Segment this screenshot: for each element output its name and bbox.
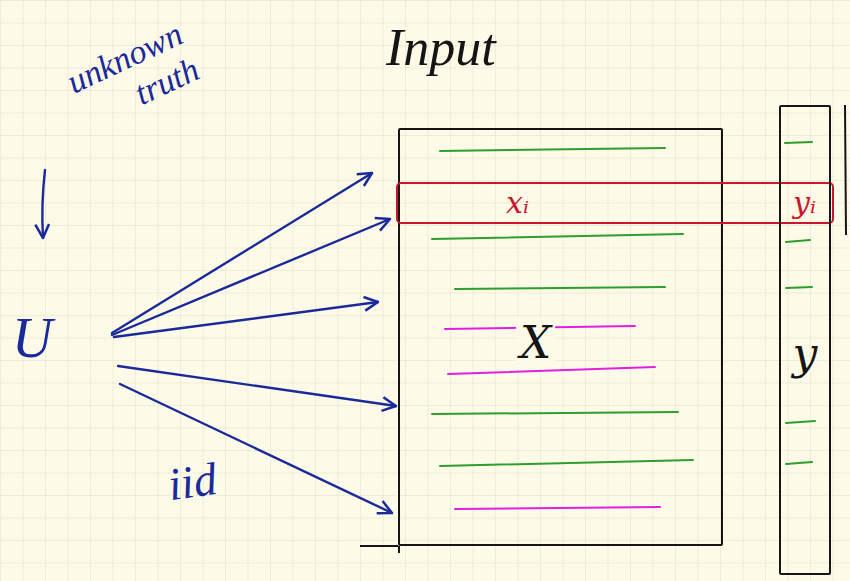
row-line [448,367,655,374]
row-line [432,234,683,239]
row-line [432,412,678,414]
entry-line [786,421,815,423]
sample-arrow [114,302,378,337]
entry-line [786,287,812,288]
matrix-symbol: X [516,318,555,368]
entry-line [786,240,810,242]
entry-line [786,462,812,464]
frame-stroke [398,546,400,553]
sampling-arrows [42,170,396,513]
sample-arrow [112,219,390,335]
down-arrow [42,170,45,238]
target-symbol: yᵢ [793,185,816,221]
column-entries [785,142,815,464]
annotation-note: iid [165,452,220,511]
label-holder: unknown truth [45,14,205,144]
row-line [455,507,660,509]
target-column: y [779,105,831,575]
label-holder: U [12,306,52,370]
sample-arrow [118,366,396,406]
sample-arrow [120,384,392,513]
row-line [440,148,665,151]
input-matrix: InputX [398,128,723,546]
matrix-rows [432,148,693,509]
distribution-symbol: U [12,306,52,370]
sample-row: xᵢ yᵢ [396,182,834,224]
entry-line [785,142,812,143]
matrix-heading: Input [386,18,496,78]
frame-stroke [845,105,846,235]
frame-stroke [360,545,398,547]
annotation-note: unknown truth [45,14,205,144]
column-symbol: y [781,329,829,379]
row-line [455,287,665,289]
row-symbol: xᵢ [506,185,529,221]
label-holder: iid [165,452,220,511]
row-line [440,460,693,466]
